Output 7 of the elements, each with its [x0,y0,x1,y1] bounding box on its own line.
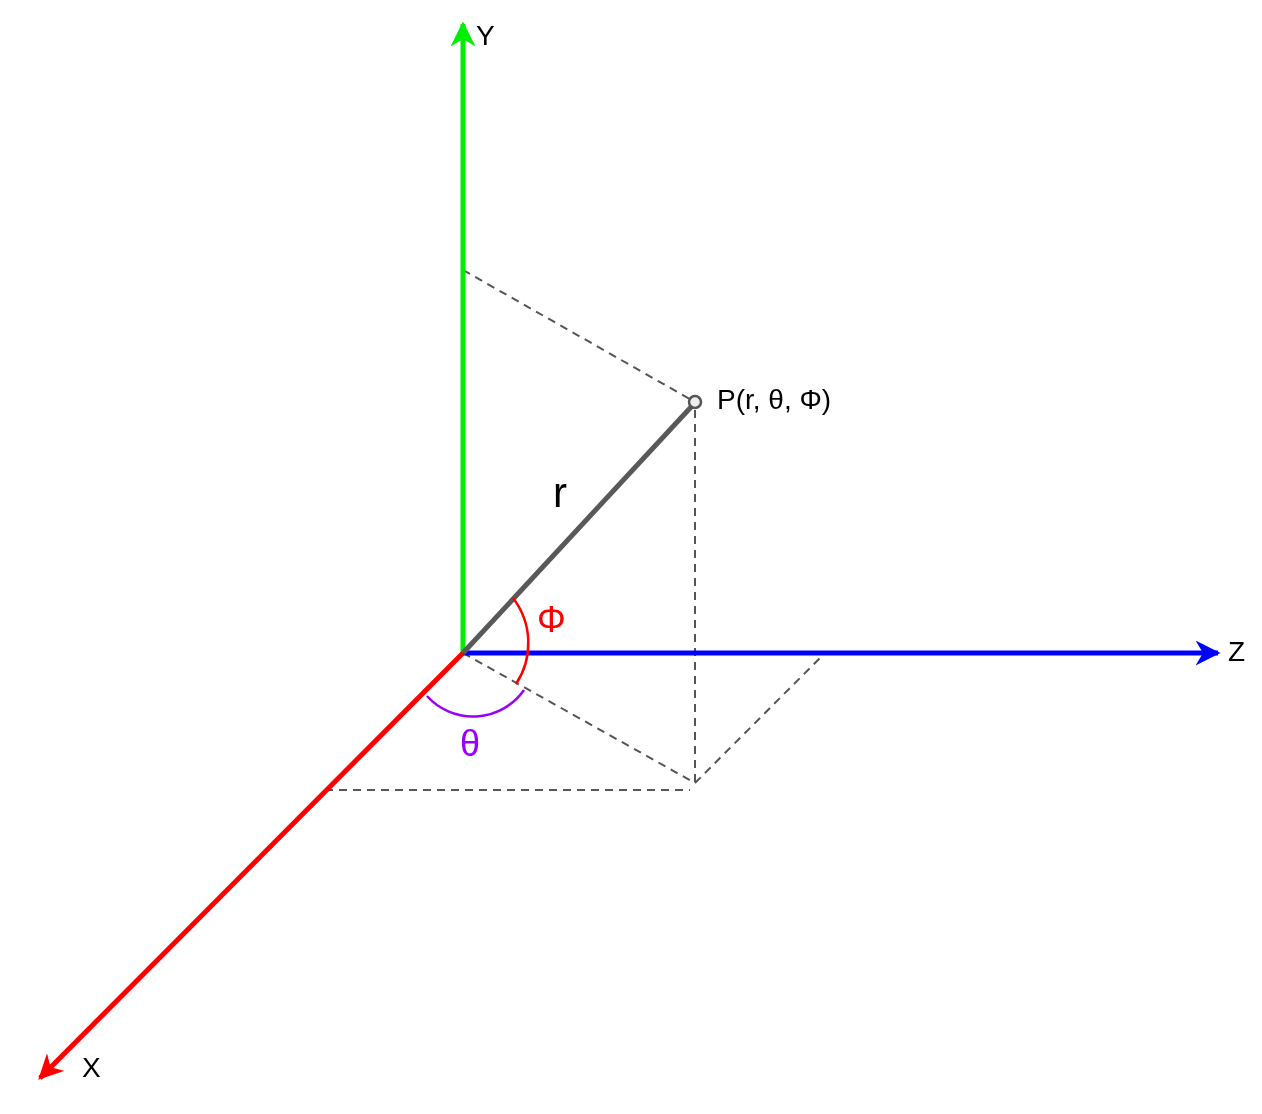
angle-label: θ [460,726,481,762]
axis-label: X [82,1054,101,1082]
angle-label: Φ [537,602,566,638]
axis-label: Z [1228,638,1246,666]
axis-label: Y [476,22,495,50]
radius-label: r [553,472,567,514]
point-label: P(r, θ, Φ) [717,386,832,414]
